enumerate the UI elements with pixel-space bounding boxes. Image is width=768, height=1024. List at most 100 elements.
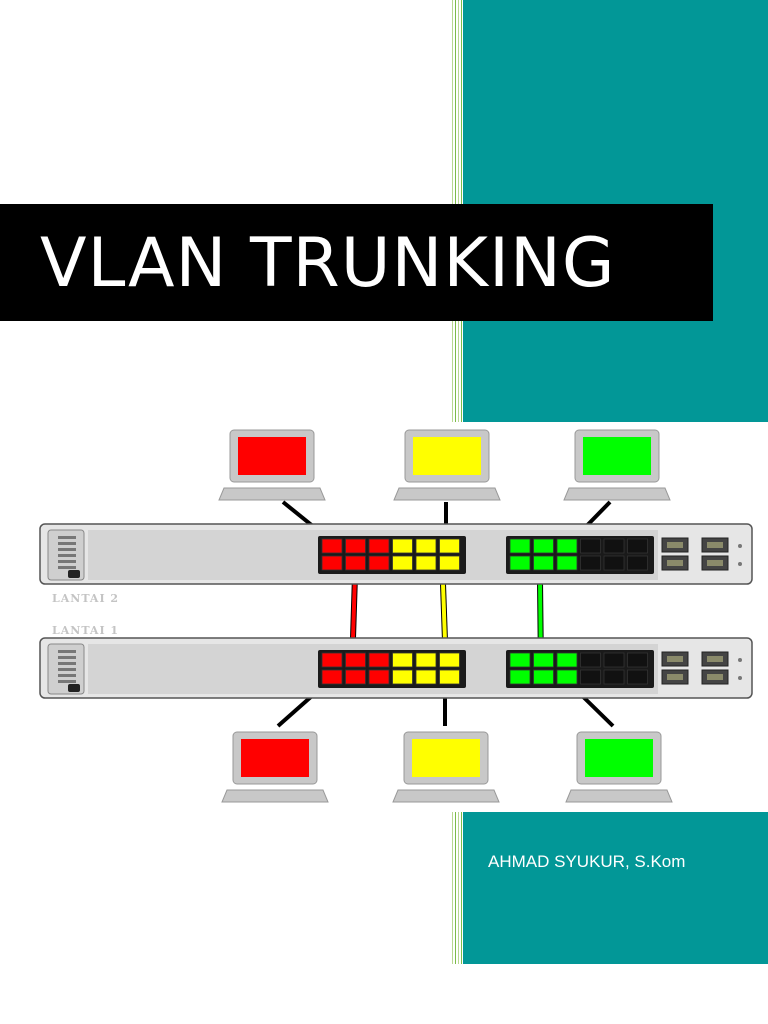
status-led	[58, 668, 76, 671]
rj45-port-icon	[533, 538, 554, 554]
teal-panel-bottom	[463, 812, 768, 964]
laptop-display	[241, 739, 309, 777]
rj45-port-icon	[580, 652, 601, 668]
sfp-port-icon	[667, 674, 683, 680]
cover-title: VLAN TRUNKING	[40, 224, 616, 303]
rj45-port-icon	[533, 652, 554, 668]
laptop-display	[583, 437, 651, 475]
laptop-base	[563, 487, 671, 501]
rj45-port-icon	[556, 669, 578, 685]
rj45-port-icon	[345, 555, 366, 571]
rj45-port-icon	[321, 555, 343, 571]
rj45-port-icon	[580, 669, 601, 685]
network-switches	[39, 523, 753, 699]
rj45-port-icon	[533, 669, 554, 685]
rj45-port-icon	[603, 652, 625, 668]
network-switch-icon	[39, 637, 753, 699]
sfp-port-icon	[707, 656, 723, 662]
rj45-port-icon	[415, 669, 437, 685]
rj45-port-icon	[368, 652, 390, 668]
rj45-port-icon	[580, 538, 601, 554]
rj45-port-icon	[556, 555, 578, 571]
rj45-port-icon	[439, 669, 460, 685]
rj45-port-icon	[345, 538, 366, 554]
rj45-port-icon	[439, 555, 460, 571]
rj45-port-icon	[392, 652, 413, 668]
rj45-port-icon	[603, 555, 625, 571]
rj45-port-icon	[345, 669, 366, 685]
laptop-icon	[392, 731, 500, 803]
floor-label-lantai-1: LANTAI 1	[52, 624, 119, 637]
rj45-port-icon	[509, 652, 531, 668]
status-led	[58, 554, 76, 557]
rj45-port-icon	[415, 538, 437, 554]
rj45-port-icon	[556, 538, 578, 554]
switch-screw	[738, 676, 742, 680]
rj45-port-icon	[603, 669, 625, 685]
rj45-port-icon	[627, 669, 648, 685]
laptop-icon	[393, 429, 501, 501]
switch-screw	[738, 658, 742, 662]
rj45-port-icon	[509, 538, 531, 554]
status-led	[58, 674, 76, 677]
laptop-base	[393, 487, 501, 501]
rj45-port-icon	[392, 555, 413, 571]
status-led	[58, 650, 76, 653]
status-led	[58, 548, 76, 551]
rj45-port-icon	[439, 538, 460, 554]
laptop-display	[412, 739, 480, 777]
console-port	[68, 570, 80, 578]
rj45-port-icon	[321, 652, 343, 668]
status-led	[58, 662, 76, 665]
rj45-port-icon	[556, 652, 578, 668]
rj45-port-icon	[627, 538, 648, 554]
laptop-base	[218, 487, 326, 501]
switch-screw	[738, 544, 742, 548]
author-name: AHMAD SYUKUR, S.Kom	[488, 852, 686, 871]
rj45-port-icon	[321, 669, 343, 685]
laptop-display	[238, 437, 306, 475]
rj45-port-icon	[345, 652, 366, 668]
title-band	[0, 204, 713, 321]
laptop-icon	[565, 731, 673, 803]
floor-label-lantai-2: LANTAI 2	[52, 592, 119, 605]
rj45-port-icon	[533, 555, 554, 571]
sfp-port-icon	[707, 560, 723, 566]
rj45-port-icon	[392, 669, 413, 685]
console-port	[68, 684, 80, 692]
sfp-port-icon	[667, 656, 683, 662]
status-led	[58, 680, 76, 683]
laptop-base	[221, 789, 329, 803]
rj45-port-icon	[392, 538, 413, 554]
rj45-port-icon	[321, 538, 343, 554]
sfp-port-icon	[707, 674, 723, 680]
rj45-port-icon	[439, 652, 460, 668]
switch-screw	[738, 562, 742, 566]
rj45-port-icon	[580, 555, 601, 571]
laptop-icon	[563, 429, 671, 501]
laptop-display	[413, 437, 481, 475]
network-switch-icon	[39, 523, 753, 585]
laptop-icon	[221, 731, 329, 803]
laptop-display	[585, 739, 653, 777]
status-led	[58, 560, 76, 563]
rj45-port-icon	[627, 555, 648, 571]
laptops	[218, 429, 673, 803]
rj45-port-icon	[368, 669, 390, 685]
laptop-base	[392, 789, 500, 803]
rj45-port-icon	[509, 669, 531, 685]
vlan-diagram: LANTAI 2 LANTAI 1	[39, 429, 753, 803]
sfp-port-icon	[667, 560, 683, 566]
status-led	[58, 542, 76, 545]
laptop-icon	[218, 429, 326, 501]
rj45-port-icon	[415, 652, 437, 668]
sfp-port-icon	[667, 542, 683, 548]
rj45-port-icon	[509, 555, 531, 571]
status-led	[58, 566, 76, 569]
rj45-port-icon	[627, 652, 648, 668]
decorative-stripes-bottom	[450, 812, 463, 964]
sfp-port-icon	[707, 542, 723, 548]
rj45-port-icon	[368, 538, 390, 554]
rj45-port-icon	[368, 555, 390, 571]
status-led	[58, 536, 76, 539]
